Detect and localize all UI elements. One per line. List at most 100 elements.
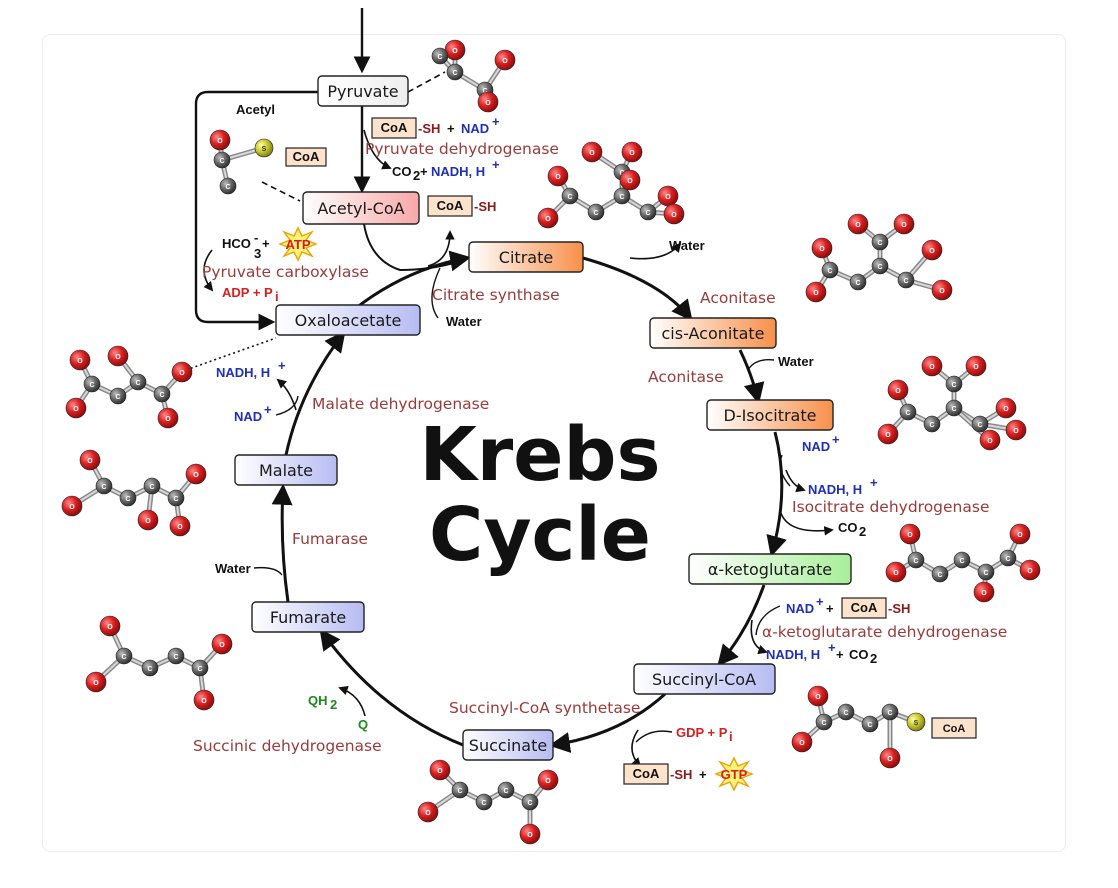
- qh2: QH: [308, 693, 328, 708]
- sh-scs: -SH: [670, 767, 692, 782]
- citrate-label: Citrate: [499, 248, 553, 267]
- atp-starburst-icon: [278, 226, 318, 262]
- carbon-atom: [923, 415, 941, 433]
- metabolite-alpha-ketoglutarate: α-ketoglutarate: [688, 553, 852, 585]
- metabolite-succinate: Succinate: [462, 729, 554, 761]
- enzyme-aconitase-1: Aconitase: [700, 289, 776, 307]
- atom-label: C: [452, 70, 457, 77]
- arrow-scs-in: [635, 730, 673, 743]
- oxygen-atom: [211, 633, 233, 655]
- atom-label: S: [914, 720, 919, 727]
- enzyme-citrate-synthase: Citrate synthase: [432, 286, 560, 304]
- atom-label: O: [177, 524, 183, 531]
- atom-label: O: [885, 432, 891, 439]
- atom-label: O: [69, 504, 75, 511]
- enzyme-akg-dehydrogenase: α-ketoglutarate dehydrogenase: [762, 623, 1007, 641]
- carbon-atom: [143, 477, 161, 495]
- carbon-atom: [115, 647, 133, 665]
- atom-label: C: [482, 88, 487, 95]
- atom-label: O: [179, 370, 185, 377]
- coa-box: [931, 717, 977, 739]
- atom-label: C: [951, 382, 956, 389]
- arrow-mdh-nad: [275, 395, 299, 416]
- oxygen-atom: [61, 495, 83, 517]
- atom-label: C: [1005, 556, 1010, 563]
- carbon-atom: [129, 373, 147, 391]
- oxygen-atom: [791, 731, 813, 753]
- atom-label: O: [671, 212, 677, 219]
- coa-box-akgdh: [841, 597, 887, 619]
- atom-label: C: [929, 422, 934, 429]
- arrow-aconitase-water-in: [747, 359, 775, 371]
- arrow-aconitase-water-out: [629, 242, 682, 260]
- oxygen-atom: [417, 801, 439, 823]
- carbon-atom: [475, 793, 493, 811]
- coa-akgdh: CoA: [851, 600, 878, 615]
- atom-label: O: [589, 150, 595, 157]
- atom-label: O: [929, 364, 935, 371]
- atom-label: O: [939, 288, 945, 295]
- carbon-atom: [561, 187, 579, 205]
- cofactors: CoA -SH + NAD + CO 2 + NADH, H + Acetyl …: [215, 102, 910, 792]
- atom-label: C: [481, 800, 486, 807]
- metabolite-malate: Malate: [234, 454, 338, 486]
- enzyme-malate-dehydrogenase: Malate dehydrogenase: [312, 395, 489, 413]
- pyruvate-label: Pyruvate: [327, 82, 398, 101]
- plus-pdh: +: [447, 121, 455, 136]
- oxygen-atom: [477, 91, 499, 113]
- nad-idh-plus: +: [832, 432, 840, 447]
- arrow-mdh-nadh: [276, 378, 297, 411]
- connector-oaa: [185, 337, 277, 371]
- carbon-atom: [153, 385, 171, 403]
- carbon-atom: [897, 271, 915, 289]
- oxygen-atom: [979, 429, 1001, 451]
- atom-label: O: [907, 532, 913, 539]
- side-arrows: [203, 129, 834, 768]
- metabolite-cis-aconitate: cis-Aconitate: [649, 317, 777, 349]
- enzyme-pyruvate-carboxylase: Pyruvate carboxylase: [202, 263, 369, 281]
- qh2-sub: 2: [330, 697, 337, 712]
- arrow-cisaconitate-to-isocitrate: [738, 349, 765, 405]
- atom-label: C: [855, 280, 860, 287]
- plus-akgdh-2: +: [836, 647, 844, 662]
- atom-label: C: [121, 654, 126, 661]
- atom-label: C: [827, 268, 832, 275]
- atom-label: C: [173, 654, 178, 661]
- nadh-idh-plus: +: [870, 475, 878, 490]
- title-line2: Cycle: [429, 492, 651, 578]
- arrow-idh-nadh: [785, 469, 806, 493]
- oxygen-atom: [807, 685, 829, 707]
- oxygen-atom: [887, 379, 909, 401]
- atom-label: O: [987, 438, 993, 445]
- atom-label: O: [219, 642, 225, 649]
- oxygen-atom: [921, 355, 943, 377]
- atom-label: O: [527, 832, 533, 839]
- atom-label: O: [855, 222, 861, 229]
- atom-label: O: [1017, 532, 1023, 539]
- atp-pc: ATP: [285, 237, 310, 252]
- gdp-pi: GDP + P: [676, 725, 728, 740]
- atom-label: C: [619, 194, 624, 201]
- metabolite-pyruvate: Pyruvate: [317, 75, 409, 107]
- atom-label: C: [159, 392, 164, 399]
- nadh-mdh-plus: +: [278, 358, 286, 373]
- carbon-atom: [907, 551, 925, 569]
- carbon-atom: [977, 563, 995, 581]
- sulfur-atom: [906, 712, 926, 732]
- metabolite-isocitrate: D-Isocitrate: [706, 399, 834, 431]
- atom-label: O: [629, 150, 635, 157]
- carbon-atom: [971, 415, 989, 433]
- coa-cs: CoA: [437, 198, 464, 213]
- oxygen-atom: [847, 213, 869, 235]
- atom-label: C: [913, 558, 918, 565]
- q: Q: [358, 717, 368, 732]
- metabolite-succinyl-coa: Succinyl-CoA: [633, 663, 776, 695]
- enzyme-isocitrate-dehydrogenase: Isocitrate dehydrogenase: [792, 498, 989, 516]
